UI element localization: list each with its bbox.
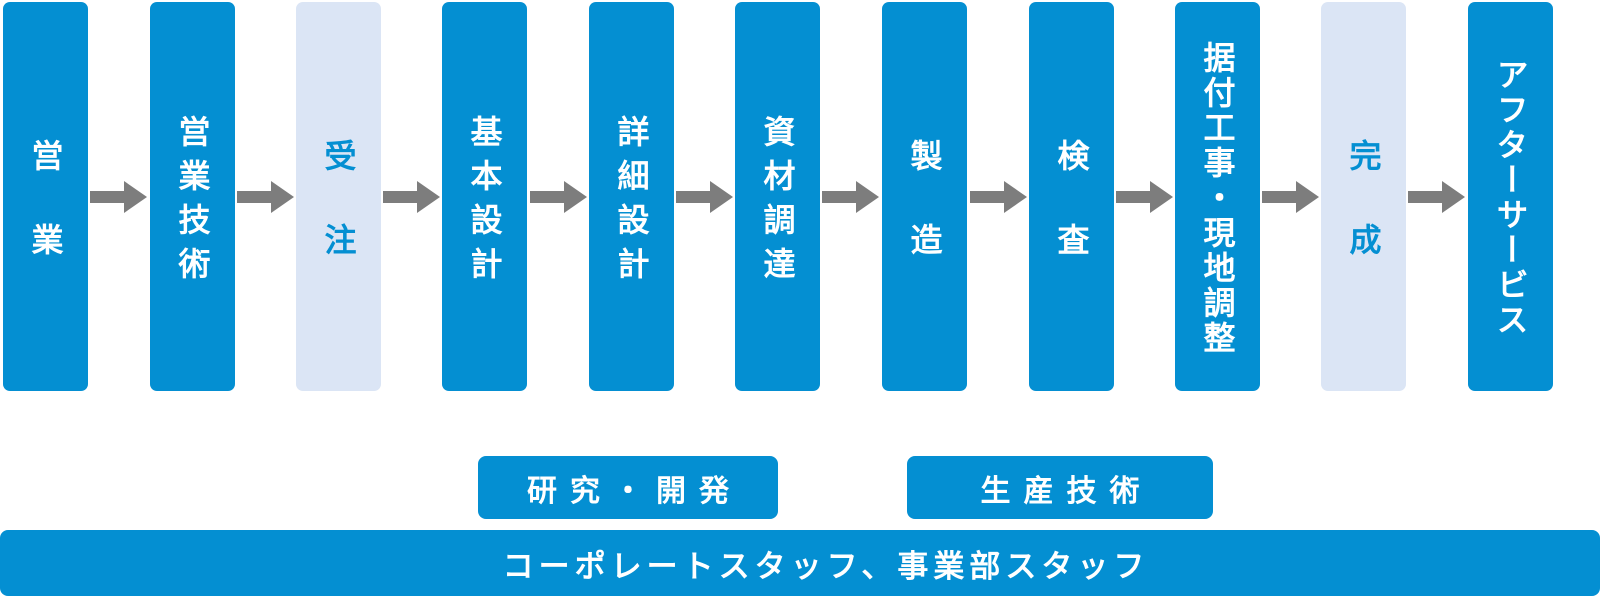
arrow-stem xyxy=(383,191,417,203)
flow-step-label: 受注 xyxy=(319,138,358,307)
right-arrow-icon xyxy=(1408,181,1465,213)
flow-step-label: 詳細設計 xyxy=(612,114,651,291)
flow-step-after-service: アフターサービス xyxy=(1468,2,1553,391)
research-development-box: 研究・開発 xyxy=(478,456,778,519)
arrow-stem xyxy=(237,191,271,203)
corporate-staff-label: コーポレートスタッフ、事業部スタッフ xyxy=(502,548,1150,585)
arrow-stem xyxy=(822,191,856,203)
arrow-stem xyxy=(1408,191,1442,203)
flow-step-basic-design: 基本設計 xyxy=(442,2,527,391)
research-development-label: 研究・開発 xyxy=(527,473,742,509)
arrow-head xyxy=(1296,181,1319,213)
flow-step-material-procurement: 資材調達 xyxy=(735,2,820,391)
right-arrow-icon xyxy=(237,181,294,213)
arrow-head xyxy=(271,181,294,213)
arrow-head xyxy=(710,181,733,213)
flow-step-label: 据付工事・現地調整 xyxy=(1198,40,1237,356)
arrow-head xyxy=(564,181,587,213)
flow-step-detailed-design: 詳細設計 xyxy=(589,2,674,391)
arrow-stem xyxy=(970,191,1004,203)
flow-step-label: 営業 xyxy=(26,138,65,307)
flow-step-label: 製造 xyxy=(905,138,944,307)
right-arrow-icon xyxy=(1262,181,1319,213)
production-engineering-label: 生産技術 xyxy=(980,473,1153,509)
flow-step-sales-engineering: 営業技術 xyxy=(150,2,235,391)
right-arrow-icon xyxy=(676,181,733,213)
corporate-staff-bar: コーポレートスタッフ、事業部スタッフ xyxy=(0,530,1600,596)
right-arrow-icon xyxy=(970,181,1027,213)
flow-step-inspection: 検査 xyxy=(1029,2,1114,391)
flow-step-installation-adjustment: 据付工事・現地調整 xyxy=(1175,2,1260,391)
flow-step-label: 検査 xyxy=(1052,138,1091,307)
arrow-stem xyxy=(530,191,564,203)
flow-step-sales: 営業 xyxy=(3,2,88,391)
arrow-stem xyxy=(90,191,124,203)
flow-step-label: 基本設計 xyxy=(465,114,504,291)
arrow-head xyxy=(124,181,147,213)
arrow-stem xyxy=(676,191,710,203)
arrow-head xyxy=(1150,181,1173,213)
arrow-stem xyxy=(1262,191,1296,203)
flow-step-manufacturing: 製造 xyxy=(882,2,967,391)
right-arrow-icon xyxy=(90,181,147,213)
right-arrow-icon xyxy=(1116,181,1173,213)
arrow-head xyxy=(1004,181,1027,213)
flow-step-label: 資材調達 xyxy=(758,114,797,291)
flow-step-label: 完成 xyxy=(1344,138,1383,307)
flow-step-label: 営業技術 xyxy=(173,114,212,291)
arrow-stem xyxy=(1116,191,1150,203)
production-engineering-box: 生産技術 xyxy=(907,456,1213,519)
right-arrow-icon xyxy=(383,181,440,213)
right-arrow-icon xyxy=(530,181,587,213)
arrow-head xyxy=(1442,181,1465,213)
right-arrow-icon xyxy=(822,181,879,213)
flow-step-label: アフターサービス xyxy=(1491,58,1530,338)
flow-step-completion: 完成 xyxy=(1321,2,1406,391)
flow-step-order-received: 受注 xyxy=(296,2,381,391)
arrow-head xyxy=(856,181,879,213)
arrow-head xyxy=(417,181,440,213)
